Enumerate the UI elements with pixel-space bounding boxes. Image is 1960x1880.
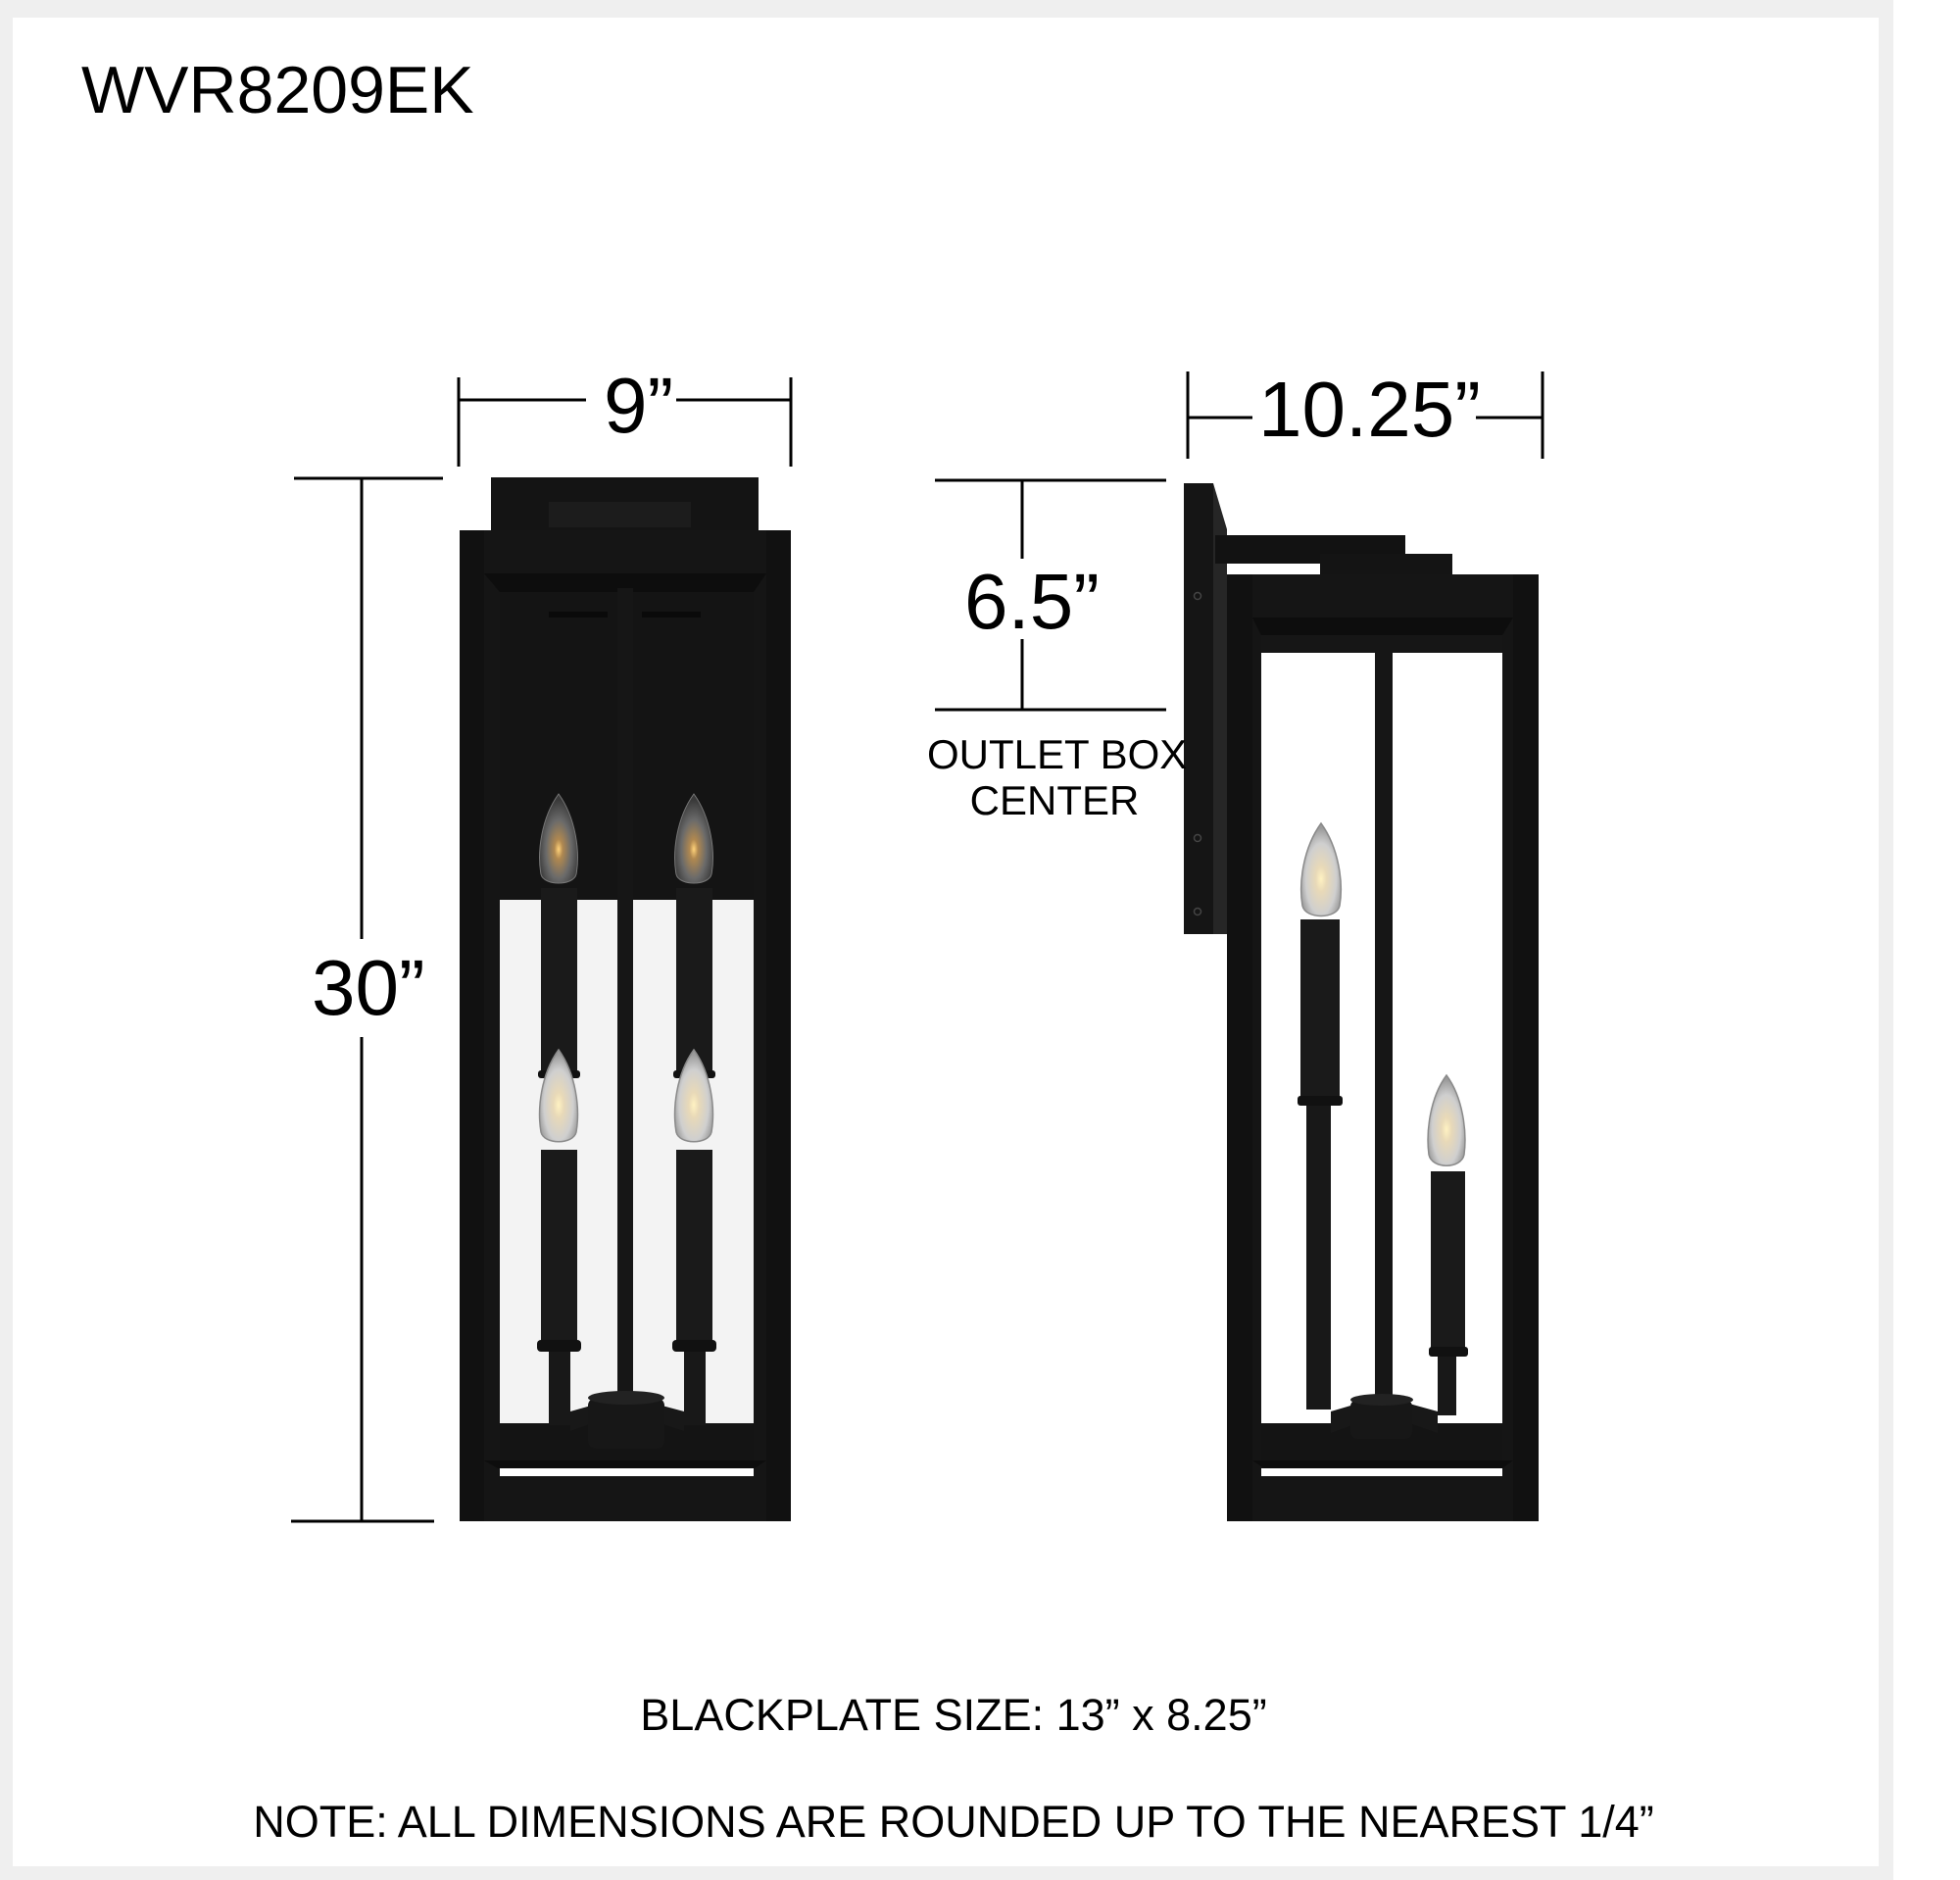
- outlet-caption-line2: CENTER: [969, 777, 1140, 823]
- dimensions-note-text: NOTE: ALL DIMENSIONS ARE ROUNDED UP TO T…: [253, 1797, 1654, 1847]
- front-height-label: 30”: [312, 944, 425, 1031]
- backplate-size-text: BLACKPLATE SIZE: 13” x 8.25”: [640, 1690, 1267, 1740]
- front-width-label: 9”: [604, 362, 674, 449]
- side-view-lantern: [1184, 483, 1539, 1521]
- dimension-extension-side: [1186, 371, 1544, 459]
- dimension-width-front: [457, 377, 793, 467]
- model-number-title: WVR8209EK: [81, 53, 474, 127]
- spec-sheet-panel: [13, 18, 1879, 1866]
- outlet-caption-line1: OUTLET BOX: [927, 731, 1188, 777]
- dimension-height-front: [291, 476, 443, 1523]
- outlet-box-caption: OUTLET BOX CENTER: [927, 731, 1188, 823]
- side-extension-label: 10.25”: [1258, 366, 1481, 453]
- outlet-offset-label: 6.5”: [964, 558, 1100, 645]
- front-view-lantern: [460, 477, 791, 1521]
- dimension-outlet-offset: [935, 478, 1166, 712]
